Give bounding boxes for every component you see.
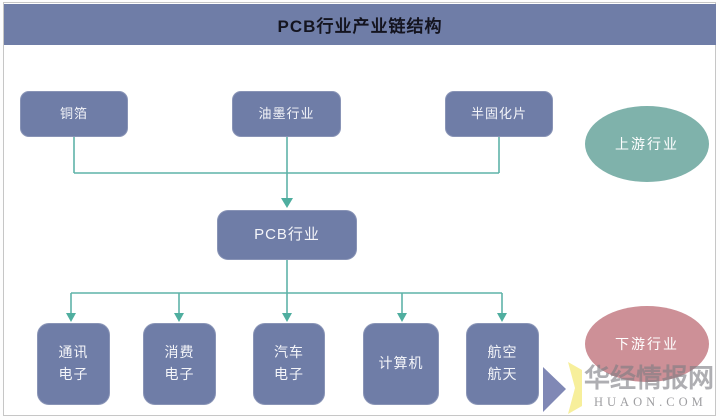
- node-prepreg: 半固化片: [445, 91, 553, 137]
- node-aerospace: 航空 航天: [466, 323, 539, 405]
- diagram-header: PCB行业产业链结构: [4, 4, 716, 45]
- node-pcb-industry: PCB行业: [217, 210, 357, 260]
- node-automotive-electronics: 汽车 电子: [253, 323, 325, 405]
- diagram-title: PCB行业产业链结构: [277, 17, 443, 36]
- watermark-domain: HUAON.COM: [594, 395, 707, 409]
- watermark-site-name: 华经情报网: [584, 363, 715, 393]
- node-telecom-electronics: 通讯 电子: [37, 323, 110, 405]
- ellipse-downstream: 下游行业: [585, 306, 709, 382]
- node-computer: 计算机: [363, 323, 439, 405]
- ellipse-upstream: 上游行业: [585, 106, 709, 182]
- node-ink-industry: 油墨行业: [232, 91, 341, 137]
- node-copper-foil: 铜箔: [20, 91, 128, 137]
- node-consumer-electronics: 消费 电子: [143, 323, 216, 405]
